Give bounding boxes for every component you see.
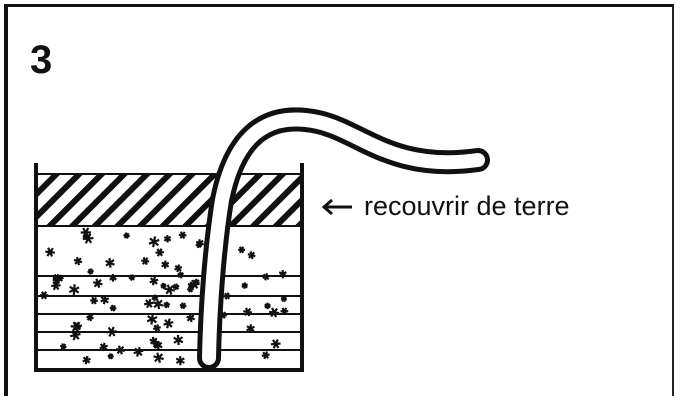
soil-speckle (87, 268, 94, 275)
soil-speckle (149, 236, 160, 248)
soil-speckle (108, 273, 118, 282)
soil-speckle (164, 235, 171, 243)
soil-speckle (172, 334, 185, 346)
soil-speckle (133, 347, 145, 358)
soil-speckle (187, 286, 194, 292)
soil-speckle (149, 276, 160, 286)
soil-speckle (270, 338, 282, 350)
soil-speckle (247, 251, 255, 260)
soil-speckle (178, 230, 187, 240)
soil-speckle (68, 328, 82, 342)
soil-speckle (173, 263, 183, 273)
soil-speckle (162, 301, 171, 310)
soil-speckles (40, 228, 289, 367)
soil-speckle (238, 247, 245, 253)
soil-speckle (153, 351, 164, 363)
soil-speckle (44, 246, 56, 259)
soil-speckle (162, 318, 174, 329)
soil-speckle (263, 302, 271, 310)
arrow-left-icon (320, 197, 354, 217)
topsoil-layer (36, 174, 302, 226)
soil-speckle (90, 297, 98, 304)
soil-speckle (92, 277, 104, 289)
soil-speckle (109, 304, 118, 313)
soil-speckle (174, 355, 186, 367)
soil-speckle (122, 231, 130, 239)
soil-speckle (141, 257, 150, 265)
soil-speckle (279, 270, 286, 278)
soil-speckle (154, 247, 165, 258)
soil-speckle (81, 355, 92, 366)
annotation: recouvrir de terre (320, 193, 570, 220)
soil-speckle (240, 281, 248, 289)
soil-speckle (162, 260, 169, 268)
soil-speckle (107, 352, 114, 360)
annotation-label: recouvrir de terre (364, 193, 570, 220)
soil-speckle (104, 257, 116, 269)
layered-branch (209, 119, 478, 358)
soil-speckle (261, 351, 270, 359)
soil-speckle (73, 257, 83, 266)
soil-speckle (67, 283, 81, 297)
soil-speckle (152, 324, 161, 332)
soil-speckle (179, 302, 187, 310)
soil-speckle (60, 343, 67, 350)
